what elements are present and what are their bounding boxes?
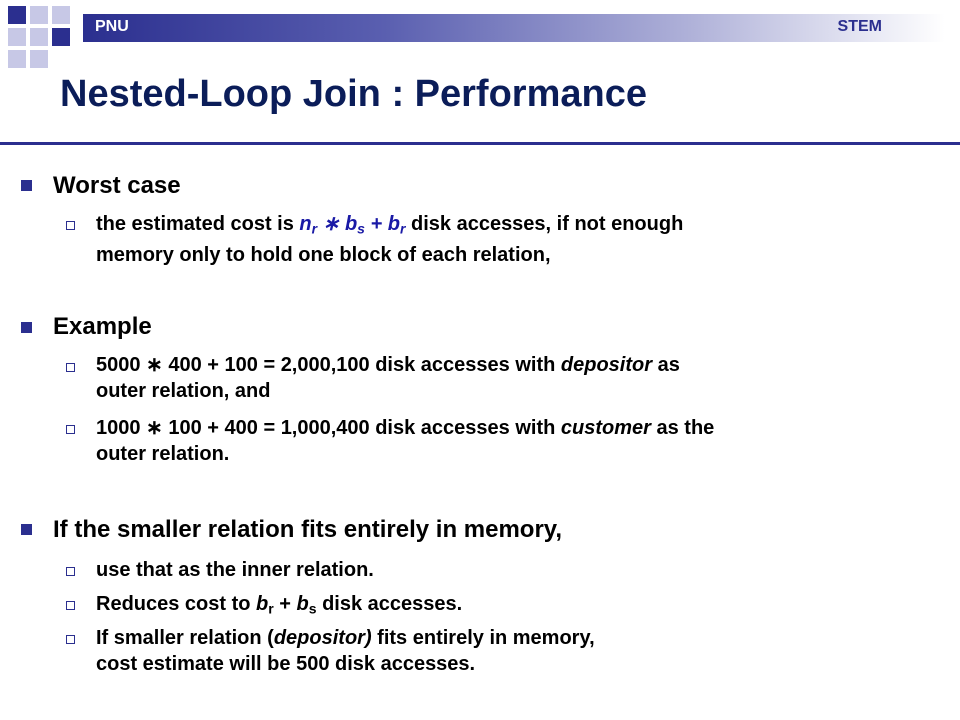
section-heading: Worst case xyxy=(53,172,181,199)
bullet-hollow-square xyxy=(66,221,75,230)
title-rule xyxy=(0,142,960,145)
bullet-text: use that as the inner relation. xyxy=(96,559,374,581)
decor-square xyxy=(8,6,26,24)
bullet-hollow-square xyxy=(66,425,75,434)
header-bar xyxy=(83,14,945,42)
decor-square xyxy=(8,28,26,46)
bullet-square xyxy=(21,524,32,535)
section-heading: If the smaller relation fits entirely in… xyxy=(53,516,563,543)
section-heading: Example xyxy=(53,313,152,340)
bullet-text: If smaller relation (depositor) fits ent… xyxy=(96,627,595,675)
bullet-square xyxy=(21,180,32,191)
bullet-square xyxy=(21,322,32,333)
decor-square xyxy=(30,28,48,46)
header-right-label: STEM xyxy=(837,18,882,35)
decor-square xyxy=(8,50,26,68)
bullet-hollow-square xyxy=(66,635,75,644)
bullet-text: 1000 ∗ 100 + 400 = 1,000,400 disk access… xyxy=(96,417,715,465)
bullet-hollow-square xyxy=(66,567,75,576)
bullet-text: the estimated cost is nr ∗ bs + br disk … xyxy=(96,213,684,266)
bullet-hollow-square xyxy=(66,601,75,610)
bullet-text: Reduces cost to br + bs disk accesses. xyxy=(96,593,463,617)
decor-square xyxy=(52,6,70,24)
decor-square xyxy=(52,28,70,46)
slide-title: Nested-Loop Join : Performance xyxy=(60,73,647,115)
decor-square xyxy=(30,50,48,68)
bullet-text: 5000 ∗ 400 + 100 = 2,000,100 disk access… xyxy=(96,354,680,402)
header-left-label: PNU xyxy=(95,18,129,35)
bullet-hollow-square xyxy=(66,363,75,372)
decor-square xyxy=(30,6,48,24)
